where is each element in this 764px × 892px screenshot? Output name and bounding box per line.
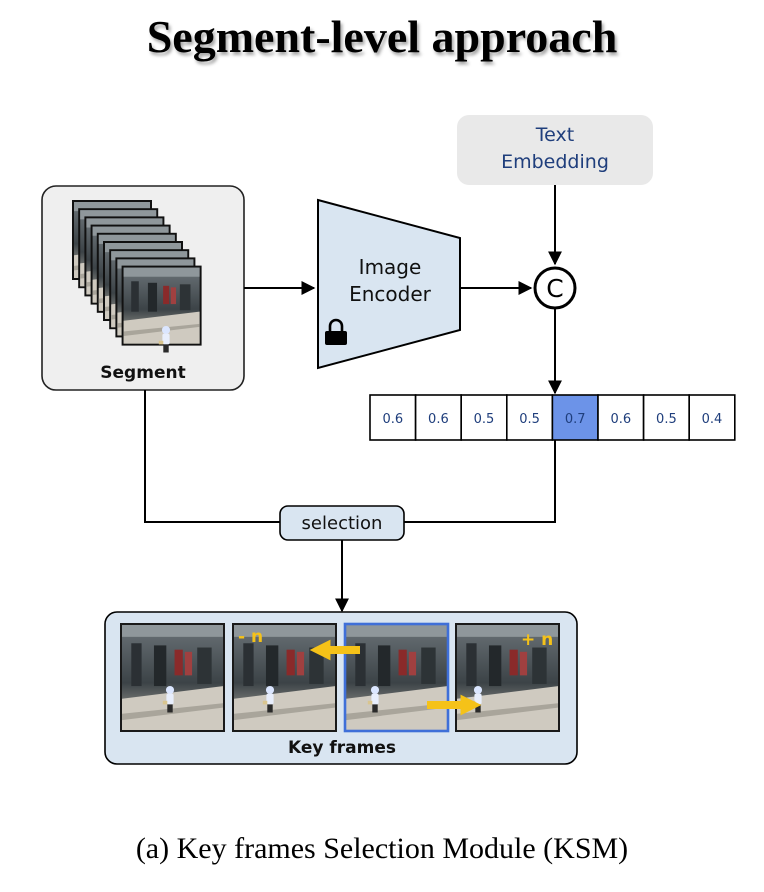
image-encoder-label-line1: Image — [359, 255, 422, 279]
video-frame-stack — [72, 200, 202, 353]
lock-icon — [325, 318, 347, 345]
connector-segment-to-selection — [144, 390, 280, 523]
score-value: 0.6 — [382, 412, 403, 427]
score-cell — [597, 394, 645, 441]
key-frames-label: Key frames — [288, 738, 396, 758]
text-embedding-node: Text Embedding — [457, 115, 653, 185]
connector-scores-to-selection — [404, 440, 556, 523]
score-value: 0.5 — [474, 412, 495, 427]
key-frame — [455, 623, 560, 732]
concat-icon: C — [546, 274, 563, 303]
text-embedding-label-line2: Embedding — [501, 151, 609, 173]
segment-label: Segment — [100, 363, 185, 383]
key-frames-node: - n + n Key frames — [104, 611, 578, 765]
text-embedding-label-line1: Text — [535, 124, 574, 146]
score-cell — [688, 394, 736, 441]
plus-n-label: + n — [521, 630, 553, 650]
score-cell — [369, 394, 417, 441]
score-value: 0.6 — [610, 412, 631, 427]
segment-frame — [121, 265, 202, 346]
score-value: 0.7 — [565, 412, 586, 427]
concat-node: C — [533, 266, 577, 310]
score-cell — [414, 394, 463, 441]
score-bar: 0.6 0.6 0.5 0.5 0.7 0.6 0.5 0.4 — [369, 394, 736, 441]
figure-caption: (a) Key frames Selection Module (KSM) — [135, 832, 629, 865]
score-cell — [642, 394, 690, 441]
image-encoder-node: Image Encoder — [317, 198, 461, 370]
key-frame — [232, 623, 337, 732]
selection-node: selection — [279, 505, 405, 541]
segment-node: Segment — [41, 185, 245, 391]
score-cell — [505, 394, 554, 441]
score-value: 0.5 — [519, 412, 540, 427]
score-value: 0.4 — [702, 412, 723, 427]
selection-label: selection — [302, 513, 383, 534]
score-value: 0.5 — [656, 412, 677, 427]
key-frame — [120, 623, 225, 732]
minus-n-label: - n — [238, 627, 263, 647]
page-title: Segment-level approach — [146, 11, 618, 62]
key-frame — [343, 622, 450, 733]
image-encoder-label-line2: Encoder — [349, 282, 432, 306]
score-value: 0.6 — [428, 412, 449, 427]
